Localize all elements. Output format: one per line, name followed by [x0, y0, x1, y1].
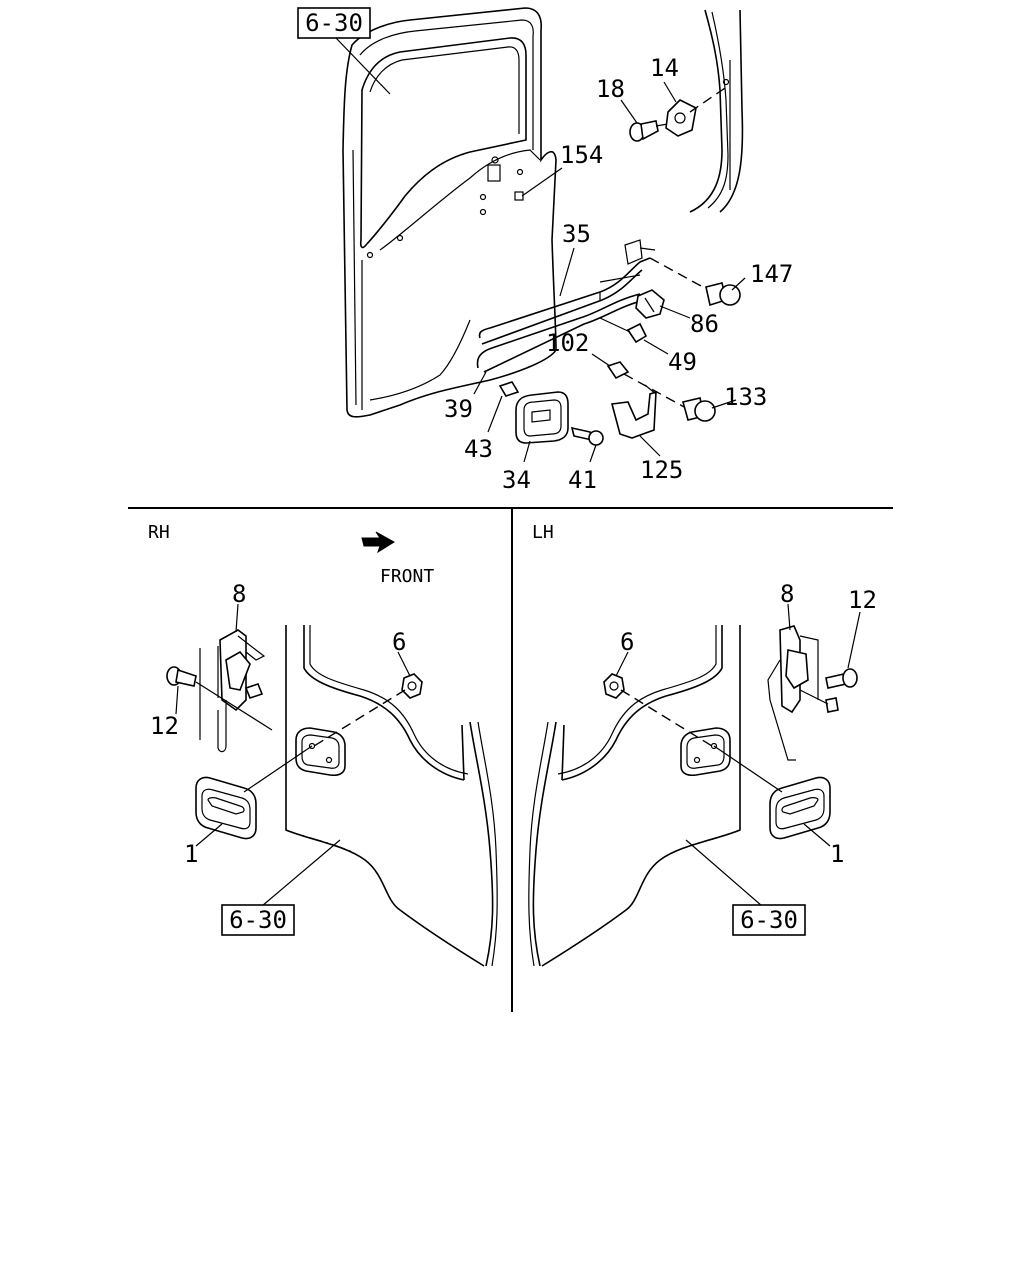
- rh-handle-line: [243, 745, 313, 793]
- front-label: FRONT: [380, 566, 434, 587]
- rh-part-label-6: 6: [392, 628, 406, 656]
- lh-part-label-12: 12: [848, 586, 877, 614]
- lh-bolt-12-drawing: [825, 668, 858, 689]
- clip-49-drawing: [599, 317, 648, 344]
- lh-part-label-1: 1: [830, 840, 844, 868]
- part-label-39: 39: [444, 395, 473, 423]
- lh-handle-line: [713, 745, 783, 793]
- part-label-147: 147: [750, 260, 793, 288]
- rh-part-label-8: 8: [232, 580, 246, 608]
- part-label-43: 43: [464, 435, 493, 463]
- bolt-147-drawing: [705, 282, 741, 307]
- part-label-14: 14: [650, 54, 679, 82]
- section-label-lh: LH: [532, 522, 554, 543]
- door-panel-drawing: [342, 7, 557, 418]
- reference-box-top: 6-30: [297, 7, 371, 39]
- body-pillar-drawing: [689, 9, 744, 213]
- part-label-49: 49: [668, 348, 697, 376]
- lh-nut-6-drawing: [603, 673, 625, 699]
- part-label-35: 35: [562, 220, 591, 248]
- section-label-rh: RH: [148, 522, 170, 543]
- striker-14-drawing: [665, 85, 729, 137]
- lh-nut-line: [620, 689, 713, 747]
- part-label-86: 86: [690, 310, 719, 338]
- lh-part-label-8: 8: [780, 580, 794, 608]
- bolt-18-drawing: [629, 120, 669, 142]
- rh-bolt-12-drawing: [166, 666, 273, 731]
- lh-part-label-6: 6: [620, 628, 634, 656]
- reference-box-lh: 6-30: [732, 904, 806, 936]
- front-arrow-icon: [361, 531, 395, 554]
- rh-part-label-12: 12: [150, 712, 179, 740]
- part-label-41: 41: [568, 466, 597, 494]
- part-label-18: 18: [596, 75, 625, 103]
- part-label-34: 34: [502, 466, 531, 494]
- clip-43-drawing: [498, 381, 520, 397]
- rh-door-drawing: [285, 625, 498, 967]
- bracket-125-drawing: [610, 384, 657, 439]
- part-label-102: 102: [546, 329, 589, 357]
- handle-34-drawing: [515, 391, 569, 444]
- screw-41-drawing: [570, 426, 604, 446]
- reference-label-top: 6-30: [305, 9, 363, 37]
- part-label-154: 154: [560, 141, 603, 169]
- lock-bracket-drawing: [599, 239, 713, 293]
- part-label-133: 133: [724, 383, 767, 411]
- lh-remote-control-drawing: [767, 625, 839, 761]
- part-label-125: 125: [640, 456, 683, 484]
- reference-label-rh: 6-30: [229, 906, 287, 934]
- clip-102-drawing: [606, 361, 687, 409]
- rh-leader-lines: [175, 603, 411, 907]
- reference-label-lh: 6-30: [740, 906, 798, 934]
- top-leader-lines: [335, 37, 746, 463]
- lh-handle-drawing: [769, 776, 831, 840]
- rh-nut-line: [313, 689, 406, 747]
- rh-remote-control-drawing: [199, 629, 266, 753]
- clip-86-drawing: [635, 289, 665, 319]
- bolt-133-drawing: [682, 397, 716, 422]
- reference-box-rh: 6-30: [221, 904, 295, 936]
- lh-leader-lines: [615, 603, 861, 907]
- rod-35-drawing: [478, 257, 651, 345]
- rh-nut-6-drawing: [401, 673, 423, 699]
- lh-door-drawing: [528, 625, 741, 967]
- rh-part-label-1: 1: [184, 840, 198, 868]
- rh-handle-drawing: [195, 776, 257, 840]
